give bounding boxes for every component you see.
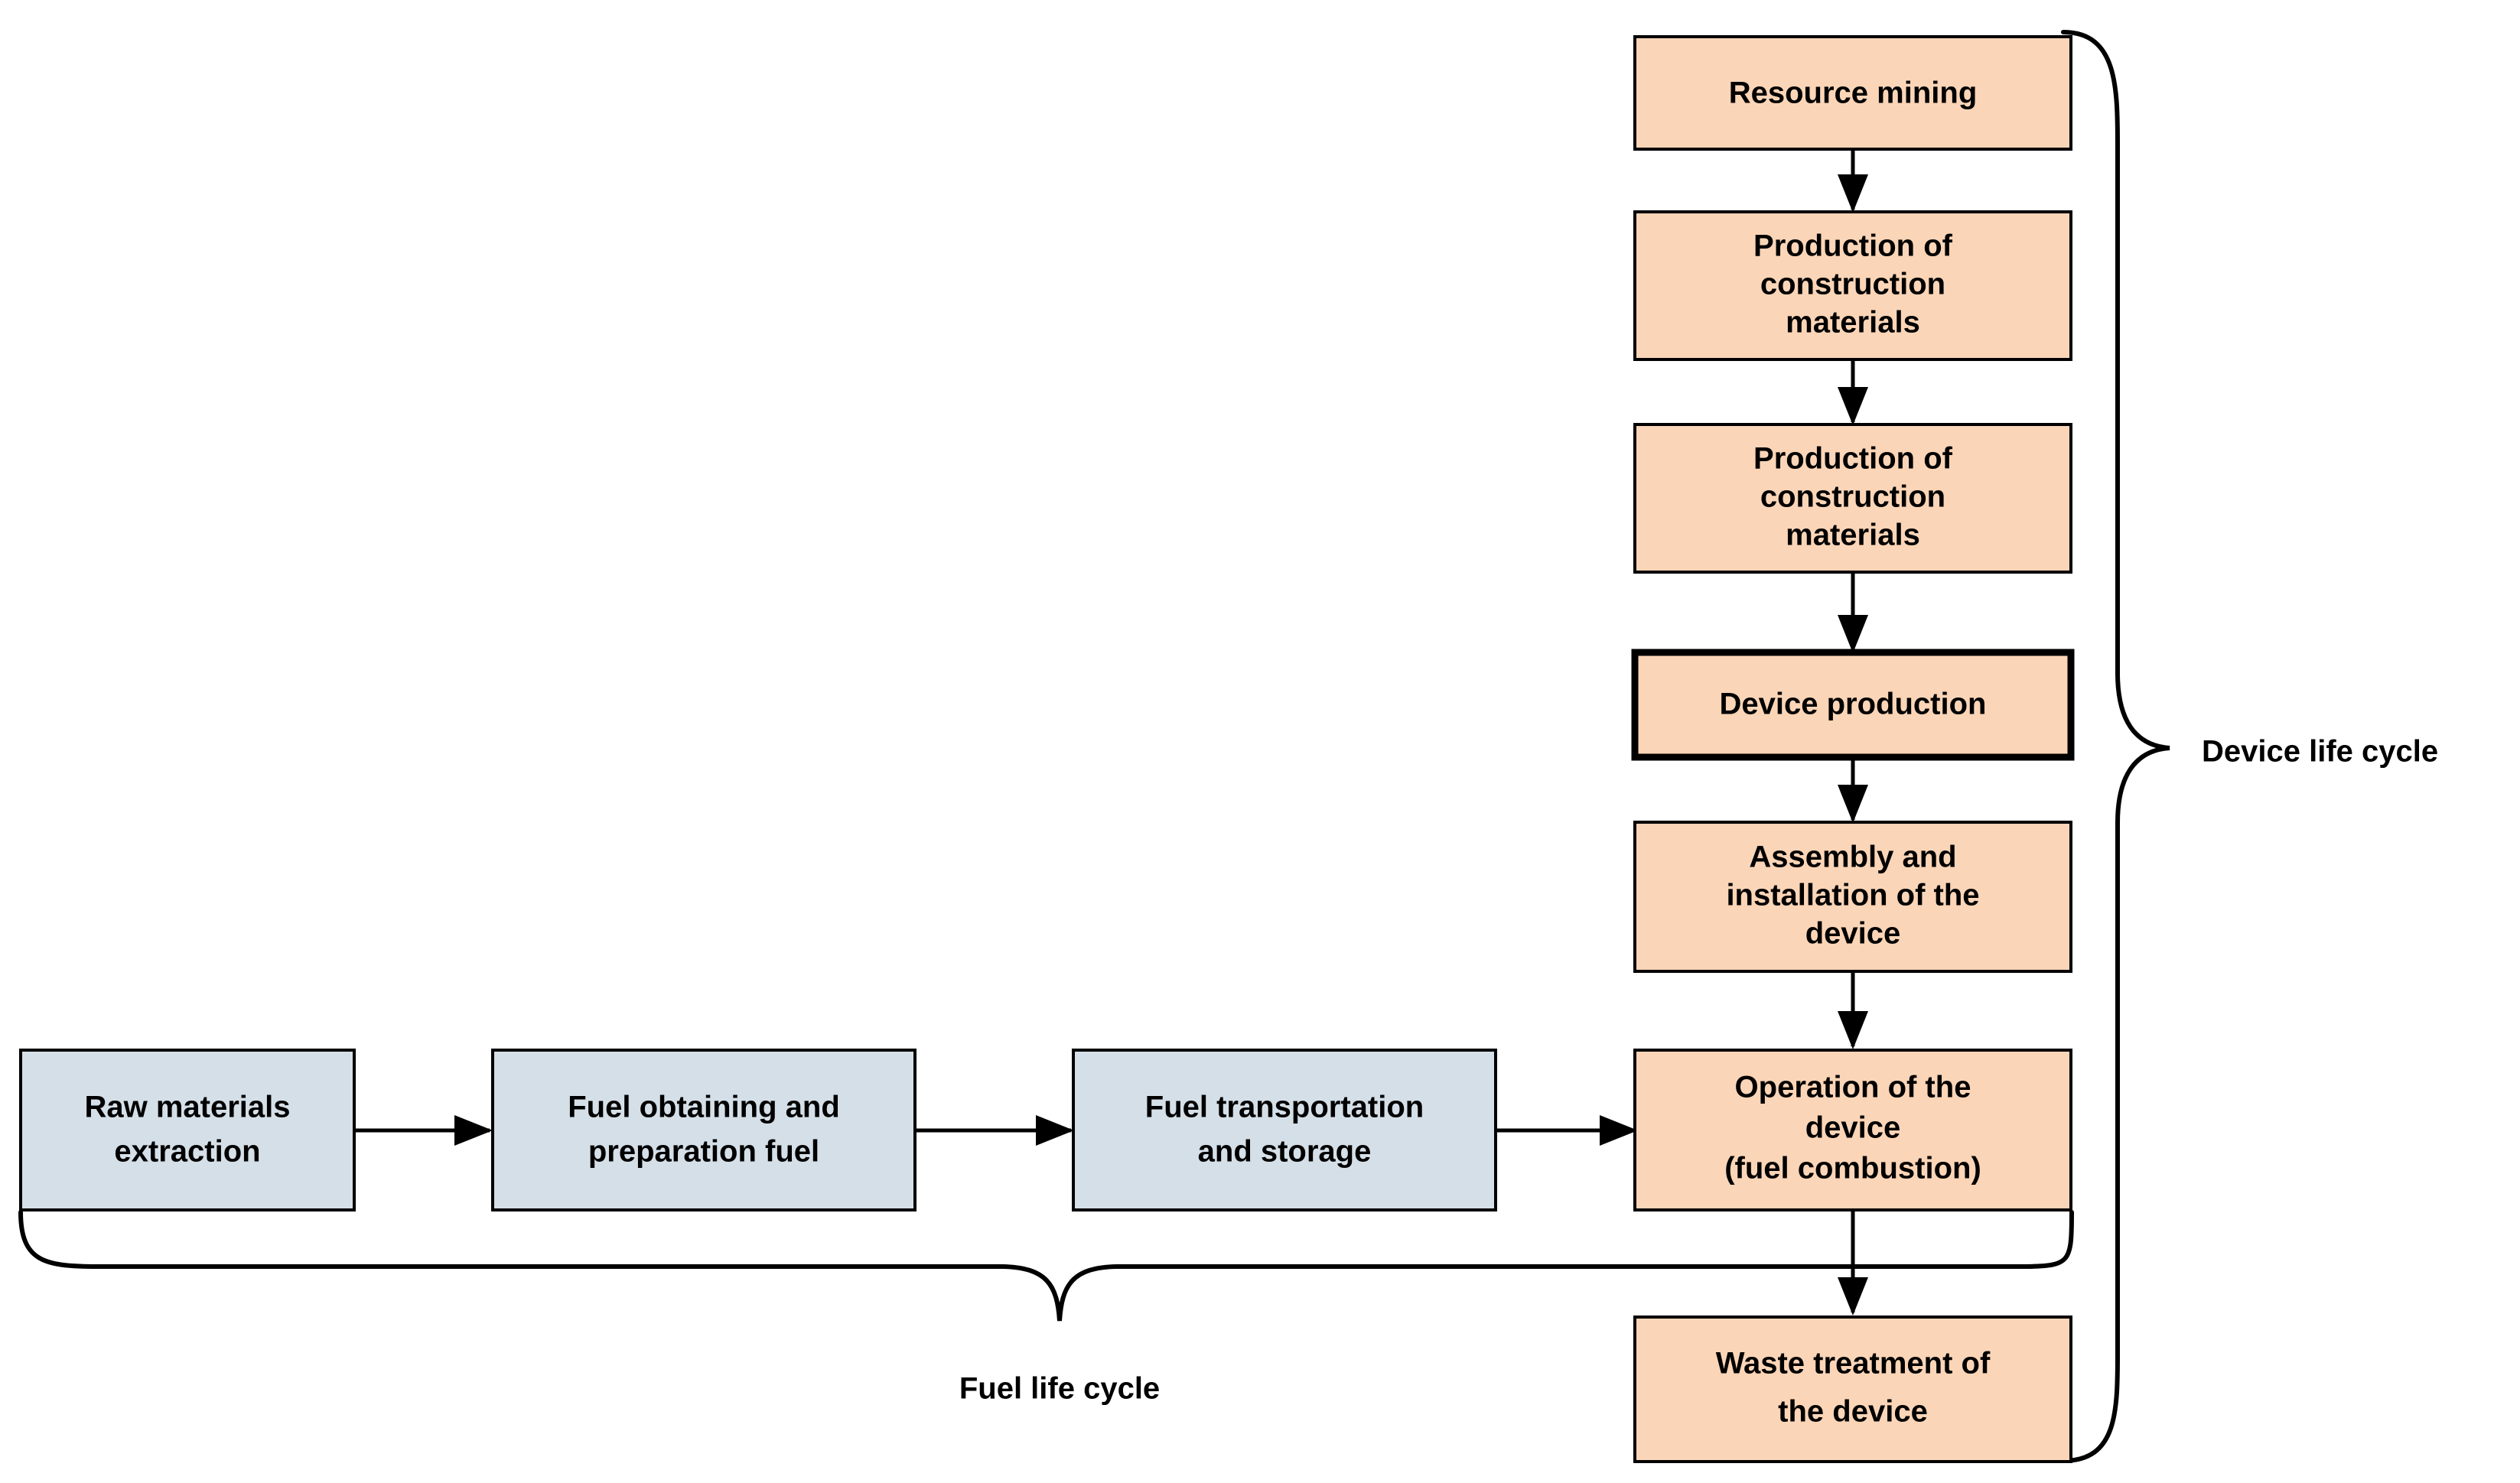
- node-production-of-construction-materials-1-line-2: construction: [1760, 268, 1945, 301]
- node-production-of-construction-materials-2[interactable]: Production of construction materials: [1633, 423, 2072, 574]
- node-device-production-line-1: Device production: [1720, 688, 1987, 721]
- device-life-cycle-label: Device life cycle: [2202, 735, 2438, 769]
- fuel-life-cycle-brace-path: [18, 1210, 2074, 1322]
- node-fuel-transportation-and-storage-box[interactable]: [1072, 1049, 1497, 1211]
- node-operation-line-1: Operation of the: [1735, 1071, 1971, 1104]
- node-production-of-construction-materials-2-line-2: construction: [1760, 480, 1945, 514]
- node-production-of-construction-materials-1-line-1: Production of: [1753, 229, 1953, 263]
- node-fuel-obtaining-line-2: preparation fuel: [588, 1135, 819, 1169]
- node-operation-line-3: (fuel combustion): [1724, 1152, 1981, 1185]
- node-assembly-and-installation-of-the-device[interactable]: Assembly and installation of the device: [1633, 821, 2072, 973]
- node-fuel-transportation-and-storage[interactable]: Fuel transportation and storage: [1072, 1049, 1497, 1211]
- connectors: [354, 149, 1868, 1316]
- device-life-cycle-brace-path: [2061, 30, 2170, 1463]
- node-production-of-construction-materials-2-line-1: Production of: [1753, 442, 1953, 476]
- device-life-cycle-brace: Device life cycle: [2061, 30, 2438, 1463]
- fuel-life-cycle-brace: Fuel life cycle: [18, 1210, 2074, 1406]
- node-production-of-construction-materials-2-line-3: materials: [1786, 519, 1920, 552]
- node-operation-line-2: device: [1805, 1111, 1901, 1145]
- node-operation-of-the-device-box[interactable]: [1633, 1049, 2072, 1211]
- node-fuel-transportation-line-1: Fuel transportation: [1145, 1091, 1424, 1124]
- node-waste-treatment-line-2: the device: [1778, 1395, 1928, 1429]
- node-assembly-line-2: installation of the: [1726, 879, 1979, 912]
- node-raw-materials-extraction-box[interactable]: [19, 1049, 356, 1211]
- node-raw-materials-extraction-line-1: Raw materials: [84, 1091, 290, 1124]
- node-production-of-construction-materials-1[interactable]: Production of construction materials: [1633, 210, 2072, 361]
- node-waste-treatment-of-the-device[interactable]: Waste treatment of the device: [1633, 1316, 2072, 1463]
- node-fuel-obtaining-and-preparation-fuel[interactable]: Fuel obtaining and preparation fuel: [491, 1049, 917, 1211]
- node-assembly-line-3: device: [1805, 917, 1901, 951]
- node-assembly-line-1: Assembly and: [1749, 841, 1956, 874]
- node-resource-mining-line-1: Resource mining: [1729, 76, 1978, 110]
- node-resource-mining[interactable]: Resource mining: [1633, 35, 2072, 151]
- node-waste-treatment-of-the-device-box[interactable]: [1633, 1316, 2072, 1463]
- node-resource-mining-box[interactable]: [1633, 35, 2072, 151]
- node-production-of-construction-materials-1-box[interactable]: [1633, 210, 2072, 361]
- node-device-production-box[interactable]: [1631, 649, 2075, 761]
- device-chain: Resource mining Production of constructi…: [1631, 35, 2075, 1463]
- node-production-of-construction-materials-1-line-3: materials: [1786, 306, 1920, 340]
- node-raw-materials-extraction-line-2: extraction: [114, 1135, 260, 1169]
- node-device-production[interactable]: Device production: [1631, 649, 2075, 761]
- node-fuel-transportation-line-2: and storage: [1198, 1135, 1372, 1169]
- node-operation-of-the-device[interactable]: Operation of the device (fuel combustion…: [1633, 1049, 2072, 1211]
- node-production-of-construction-materials-2-box[interactable]: [1633, 423, 2072, 574]
- node-fuel-obtaining-and-preparation-fuel-box[interactable]: [491, 1049, 917, 1211]
- node-waste-treatment-line-1: Waste treatment of: [1716, 1347, 1991, 1381]
- fuel-life-cycle-label: Fuel life cycle: [959, 1372, 1160, 1406]
- node-raw-materials-extraction[interactable]: Raw materials extraction: [19, 1049, 356, 1211]
- node-assembly-and-installation-of-the-device-box[interactable]: [1633, 821, 2072, 973]
- fuel-chain: Raw materials extraction Fuel obtaining …: [19, 1049, 1497, 1211]
- node-fuel-obtaining-line-1: Fuel obtaining and: [568, 1091, 840, 1124]
